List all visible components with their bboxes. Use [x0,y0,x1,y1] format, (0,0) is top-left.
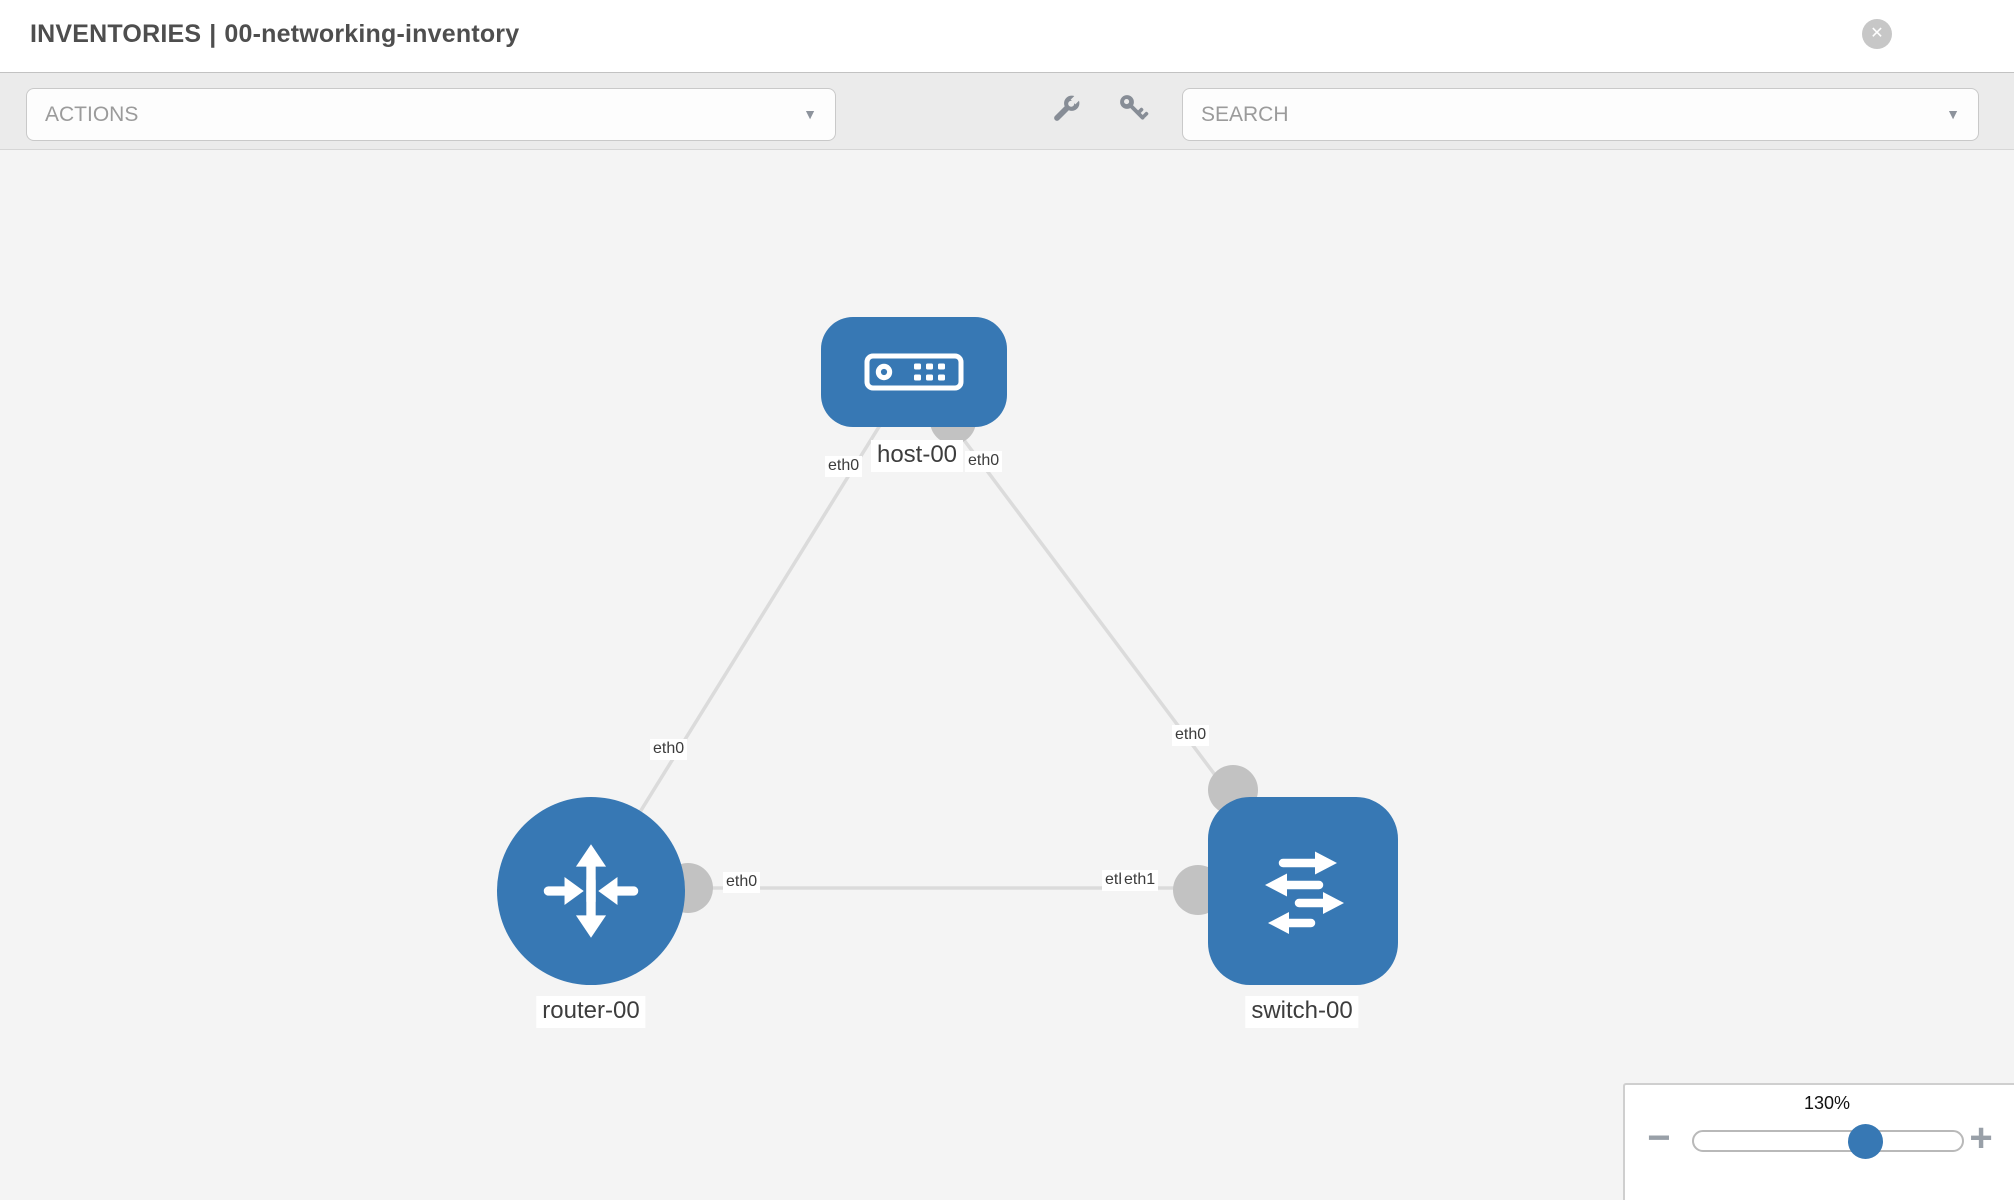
actions-dropdown-label: ACTIONS [45,103,139,126]
page-title: INVENTORIES|00-networking-inventory [30,20,519,49]
node-switch-00[interactable] [1208,797,1398,985]
close-icon[interactable]: ✕ [1862,19,1892,49]
links-layer [589,370,1304,915]
search-dropdown[interactable]: SEARCH ▼ [1182,88,1979,141]
credentials-button[interactable] [1112,85,1156,133]
zoom-slider-track[interactable] [1692,1130,1964,1152]
breadcrumb-section: INVENTORIES [30,20,202,48]
key-icon [1116,91,1152,127]
switch-icon [1251,839,1355,943]
node-router-00[interactable] [497,797,685,985]
interface-label-router-to-host: eth0 [650,739,688,760]
node-host-00[interactable] [821,317,1007,427]
interface-label-host-to-router: eth0 [825,456,863,477]
zoom-in-button[interactable]: + [1969,1116,1993,1160]
chevron-down-icon: ▼ [803,106,817,122]
zoom-control-panel: 130% − + [1623,1083,2014,1200]
search-dropdown-label: SEARCH [1201,103,1289,126]
chevron-down-icon: ▼ [1946,106,1960,122]
router-icon [537,837,645,945]
breadcrumb-separator: | [209,20,217,48]
zoom-slider-thumb[interactable] [1848,1124,1883,1159]
zoom-level-value: 130% [1803,1093,1851,1113]
node-label-router: router-00 [536,996,646,1028]
zoom-out-button[interactable]: − [1647,1116,1671,1160]
interface-label-switch-to-router: eth1 [1121,870,1159,891]
interface-label-switch-to-host: eth0 [1172,725,1210,746]
inventory-name: 00-networking-inventory [224,20,520,48]
wrench-icon [1048,91,1084,127]
interface-label-router-to-switch: eth0 [723,872,761,893]
toolbar: ACTIONS ▼ [0,72,2014,150]
topology-canvas[interactable]: host-00 router-00 switch-00 eth0 eth0 et… [0,150,2014,1200]
interface-label-host-to-switch: eth0 [965,451,1003,472]
server-icon [864,353,964,391]
node-label-host: host-00 [870,440,964,472]
actions-dropdown[interactable]: ACTIONS ▼ [26,88,836,141]
header: INVENTORIES|00-networking-inventory ✕ [0,0,2014,72]
node-label-switch: switch-00 [1245,996,1359,1028]
configure-button[interactable] [1044,85,1088,133]
